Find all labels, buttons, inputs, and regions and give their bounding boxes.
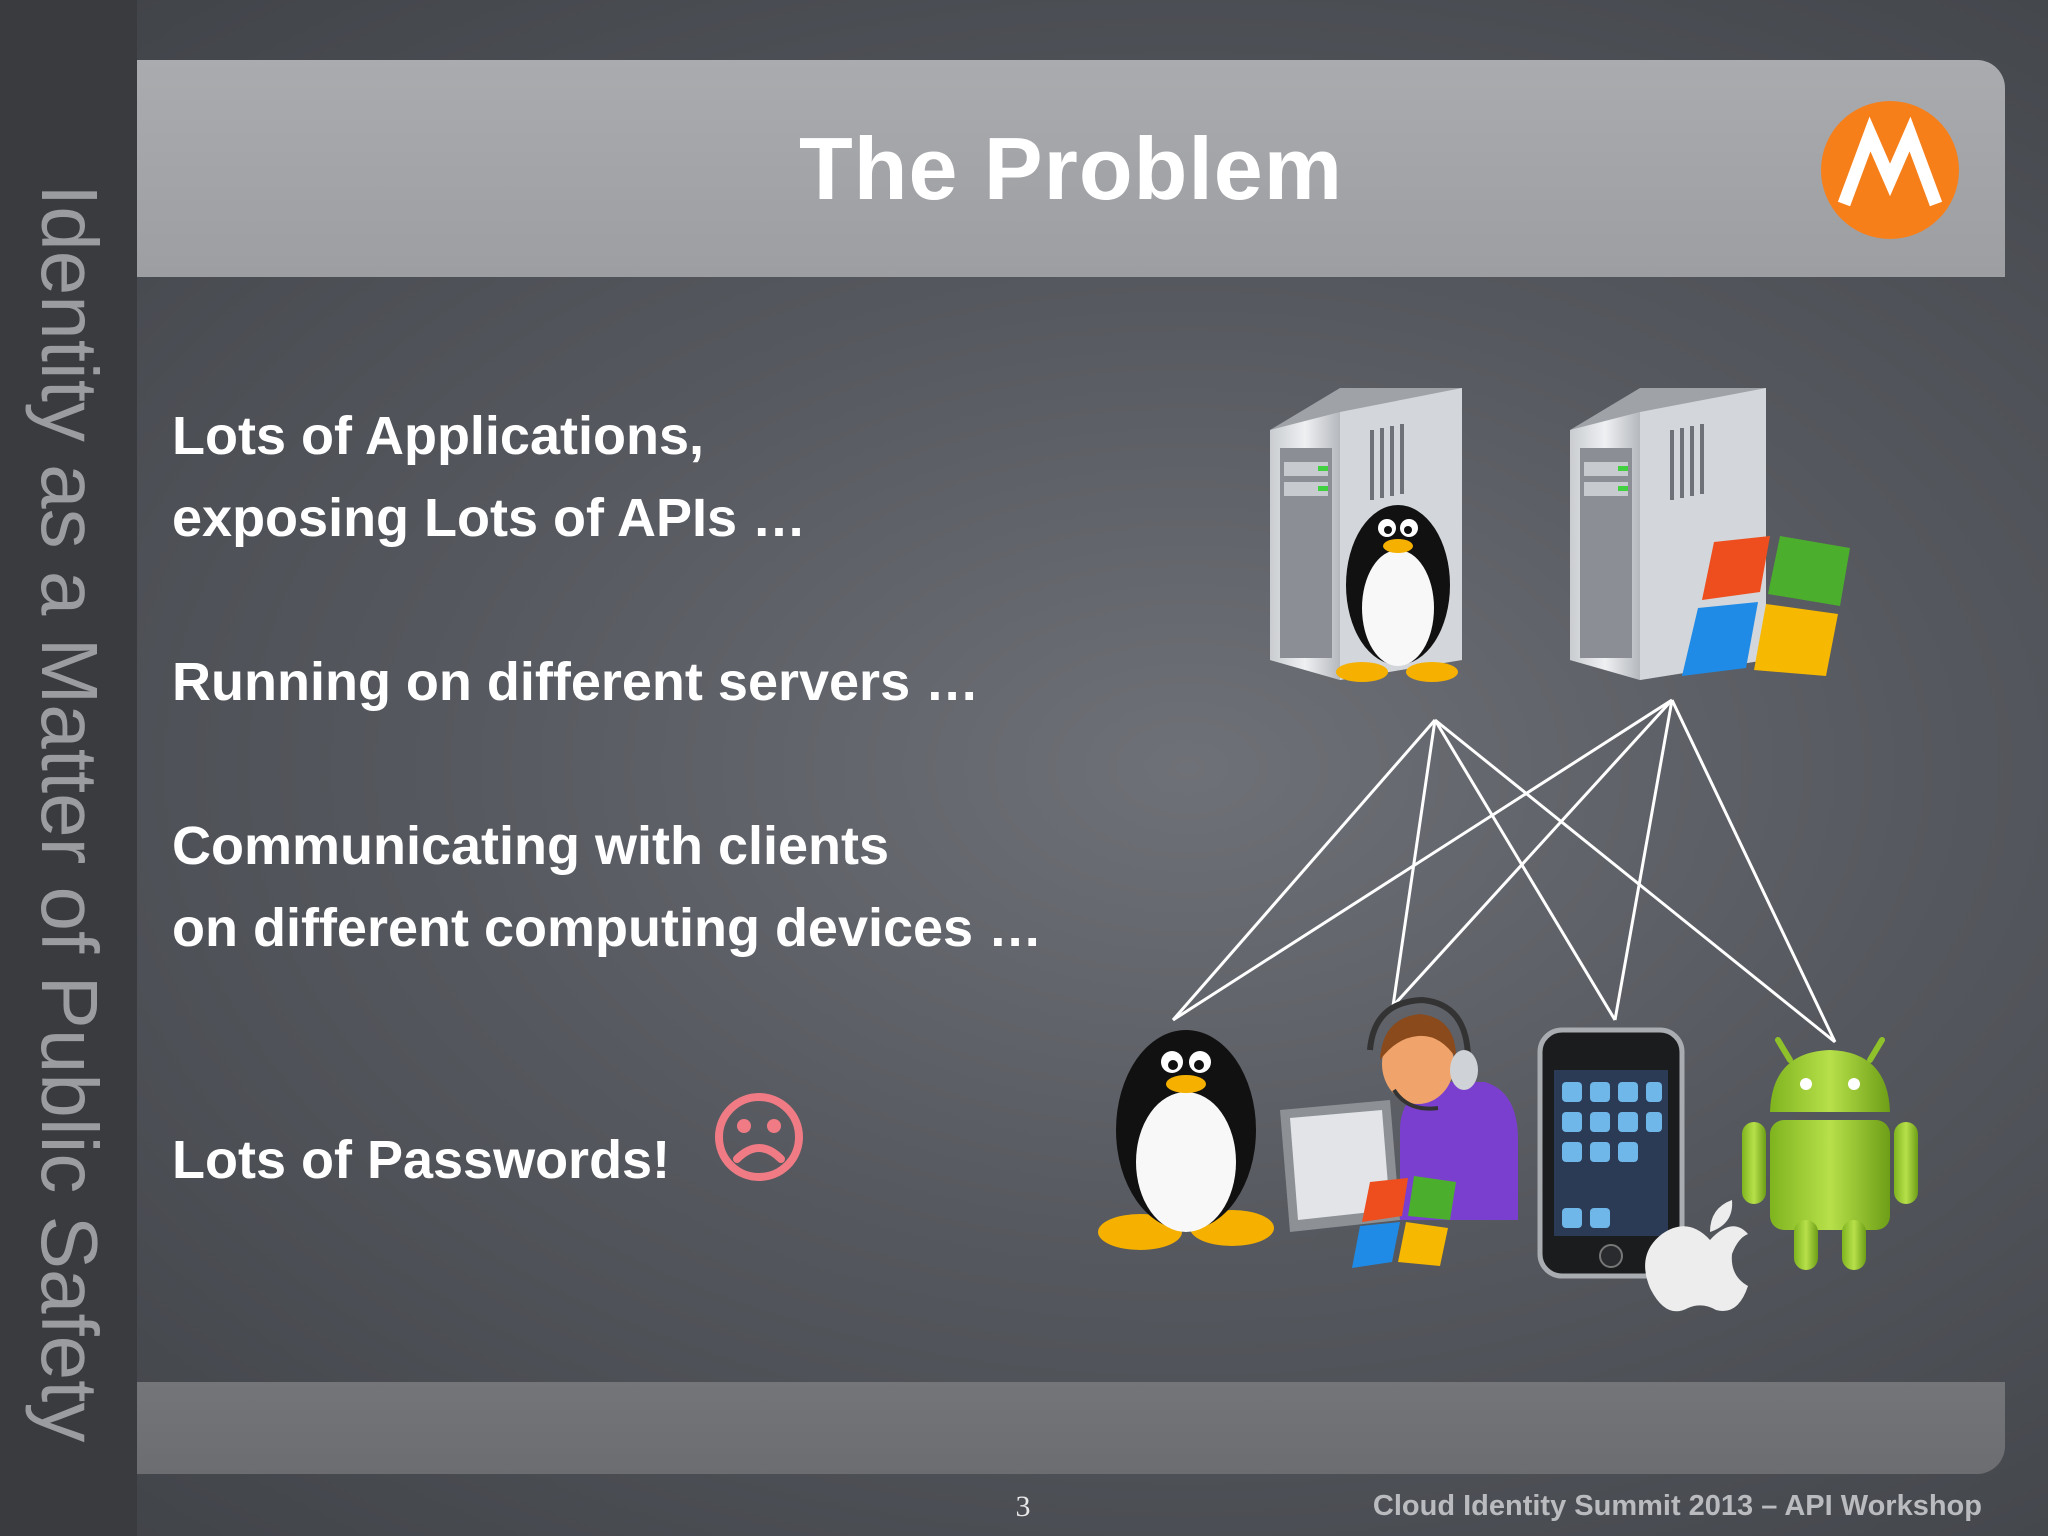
bullet-clients: Communicating with clients [172, 816, 890, 876]
page-number: 3 [1015, 1490, 1031, 1523]
linux-server-icon [1270, 388, 1462, 682]
sidebar-caption: Identity as a Matter of Public Safety [25, 184, 114, 1443]
footer-caption: Cloud Identity Summit 2013 – API Worksho… [1372, 1490, 1982, 1522]
title-bar: The Problem [137, 60, 2005, 277]
bullet-servers: Running on different servers … [172, 652, 980, 712]
connection-lines [1171, 698, 1837, 1044]
bullet-apis: exposing Lots of APIs … [172, 488, 807, 548]
motorola-logo-icon [1821, 101, 1959, 239]
bullet-applications: Lots of Applications, [172, 406, 704, 466]
windows-server-icon [1570, 388, 1850, 680]
network-diagram [1098, 388, 1918, 1312]
linux-client-icon [1098, 1030, 1274, 1250]
iphone-icon [1537, 1027, 1748, 1312]
footer-bar [137, 1382, 2005, 1474]
bullet-passwords: Lots of Passwords! [172, 1130, 671, 1190]
android-icon [1742, 1037, 1918, 1270]
sad-face-icon [715, 1093, 803, 1181]
slide-title: The Problem [799, 118, 1343, 218]
windows-desktop-user-icon [1280, 996, 1518, 1268]
bullet-devices: on different computing devices … [172, 898, 1043, 958]
sidebar: Identity as a Matter of Public Safety [0, 0, 137, 1536]
